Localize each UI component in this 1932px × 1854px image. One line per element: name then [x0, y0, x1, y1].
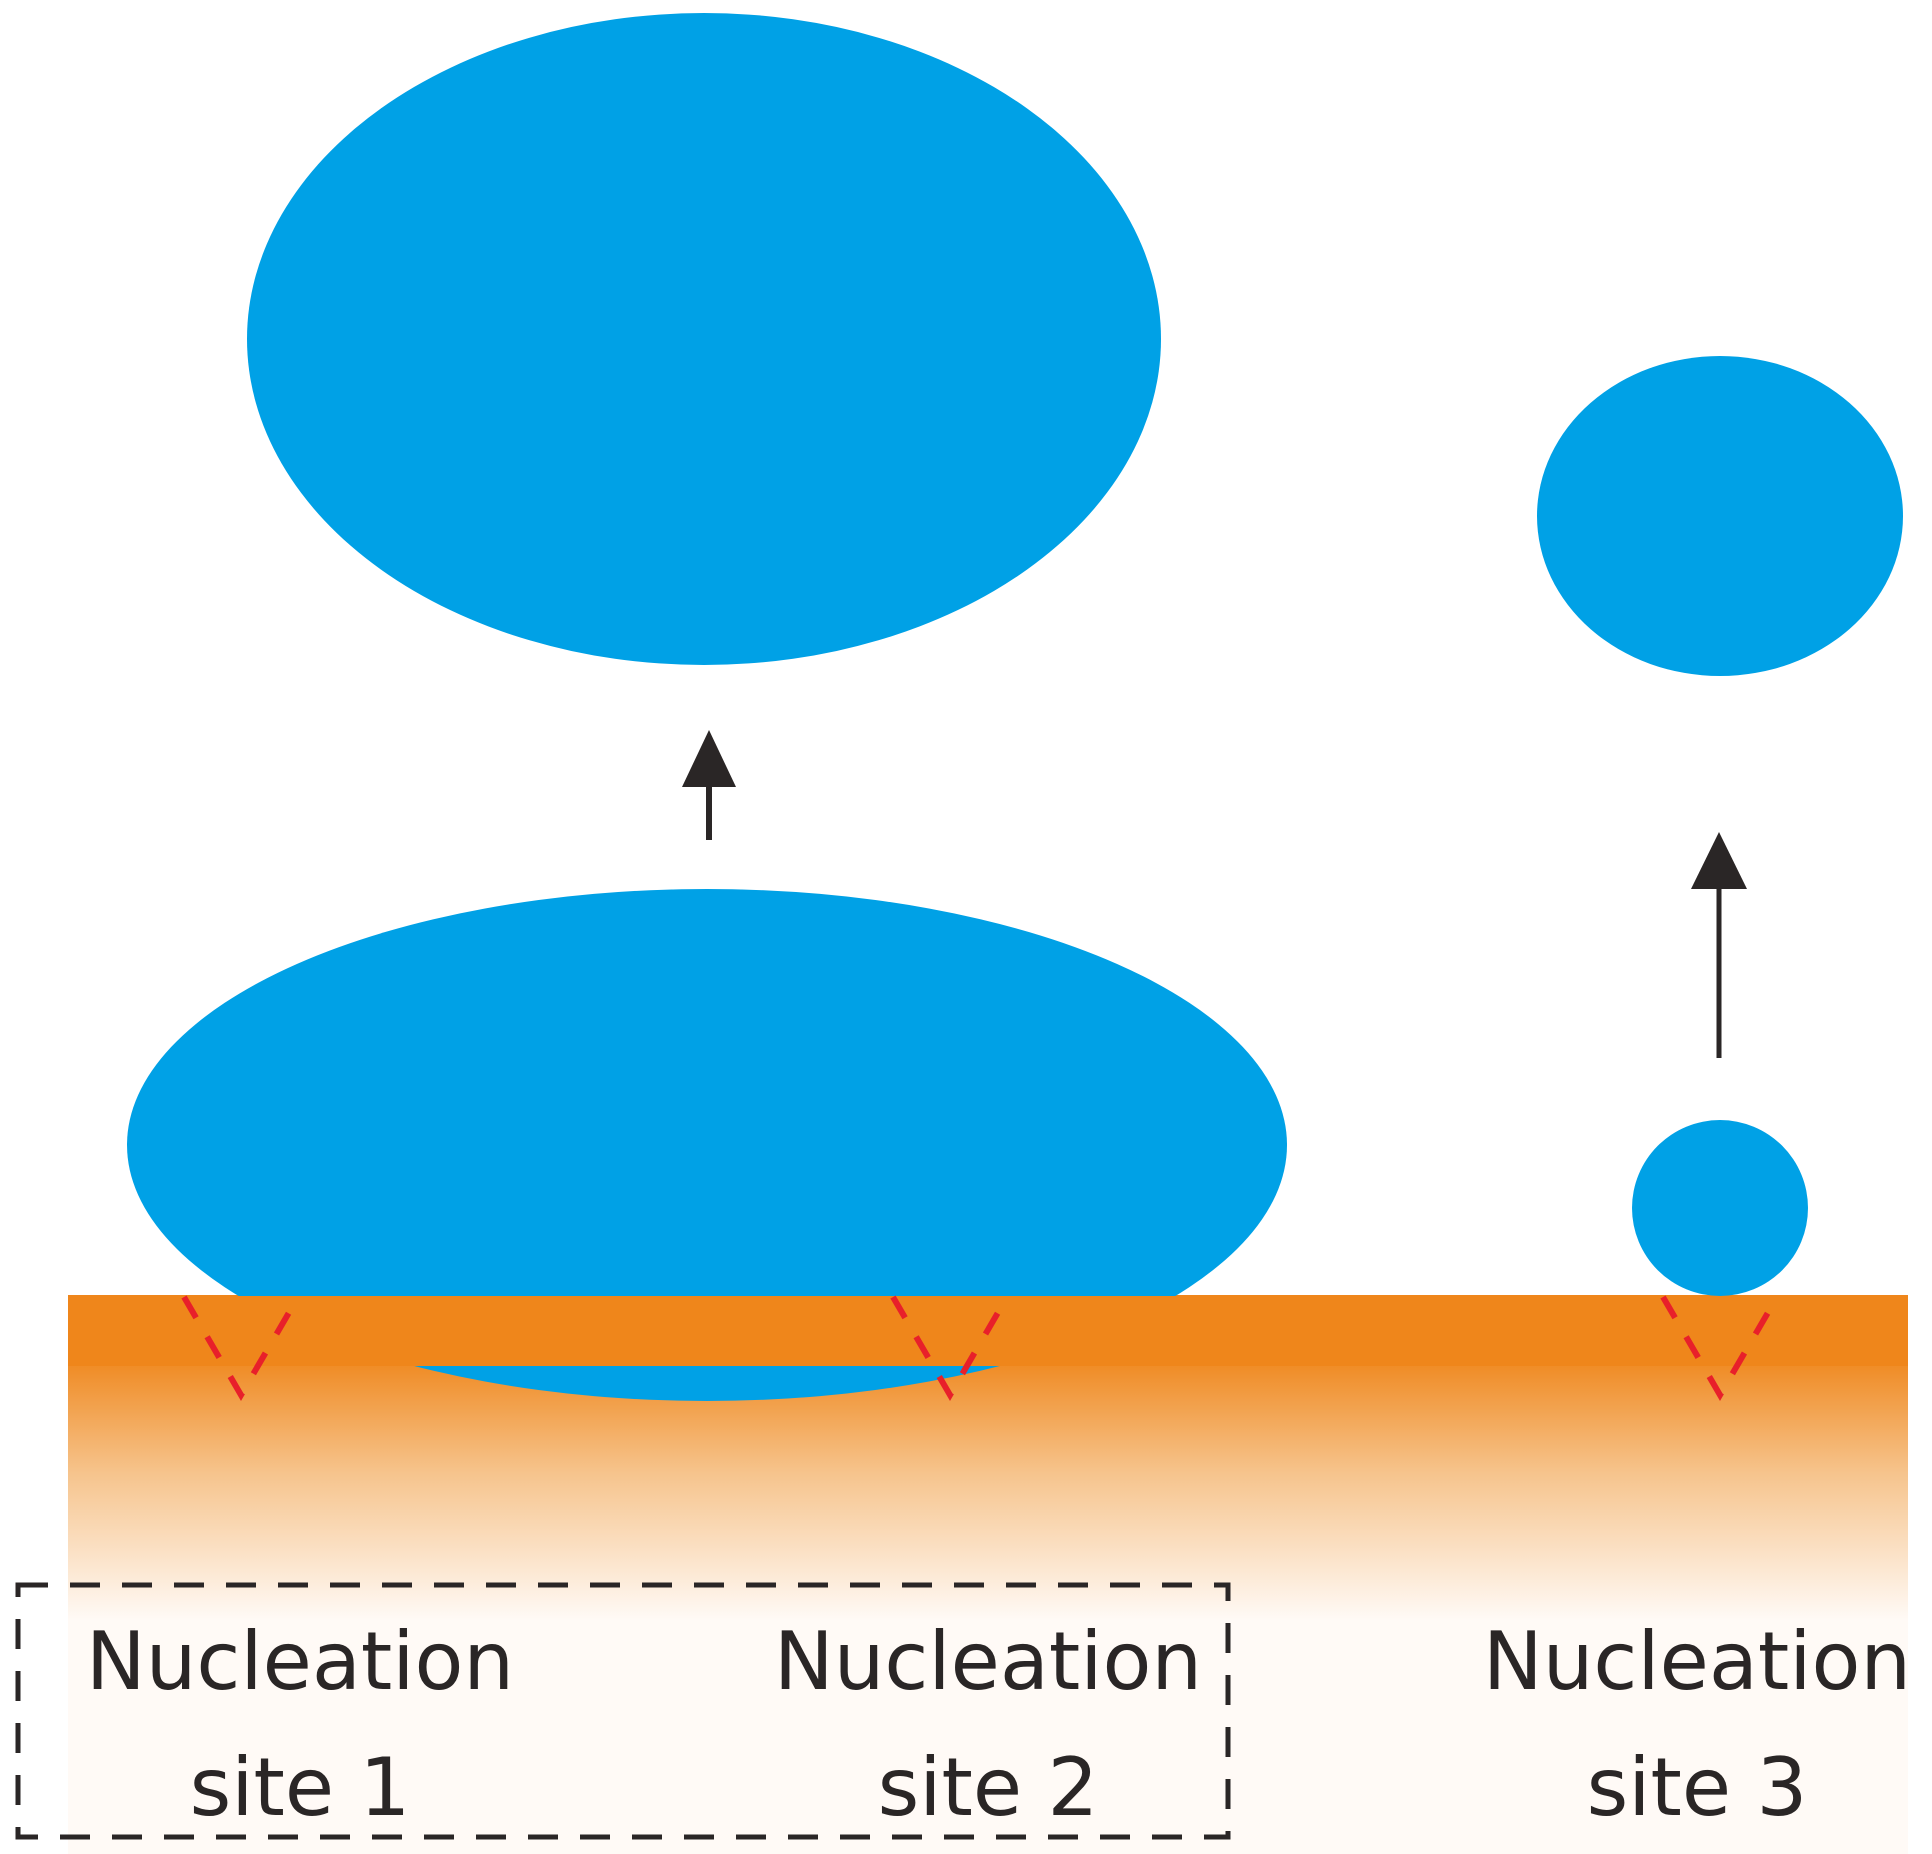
- site-1-label-line1: Nucleation: [85, 1615, 515, 1708]
- nucleation-mark-site-1: [181, 1295, 301, 1401]
- nucleation-mark-site-2: [890, 1295, 1010, 1401]
- nucleation-site-2-label: Nucleation site 2: [748, 1622, 1228, 1828]
- substrate-bottom-tint: [68, 1620, 1908, 1854]
- large-attached-droplet: [127, 889, 1287, 1401]
- site-3-label-line1: Nucleation: [1482, 1615, 1912, 1708]
- site-2-label-line2: site 2: [877, 1741, 1099, 1834]
- small-detached-droplet: [1537, 356, 1903, 676]
- large-detached-droplet: [247, 13, 1161, 665]
- site-1-label-line2: site 1: [189, 1741, 411, 1834]
- nucleation-mark-site-3: [1660, 1295, 1780, 1401]
- detach-arrow-2: [1691, 832, 1747, 1058]
- site-3-label-line2: site 3: [1586, 1741, 1808, 1834]
- small-attached-droplet: [1632, 1120, 1808, 1296]
- nucleation-site-3-label: Nucleation site 3: [1462, 1622, 1932, 1828]
- nucleation-site-1-label: Nucleation site 1: [60, 1622, 540, 1828]
- detach-arrow-1: [682, 730, 736, 840]
- site-2-label-line1: Nucleation: [773, 1615, 1203, 1708]
